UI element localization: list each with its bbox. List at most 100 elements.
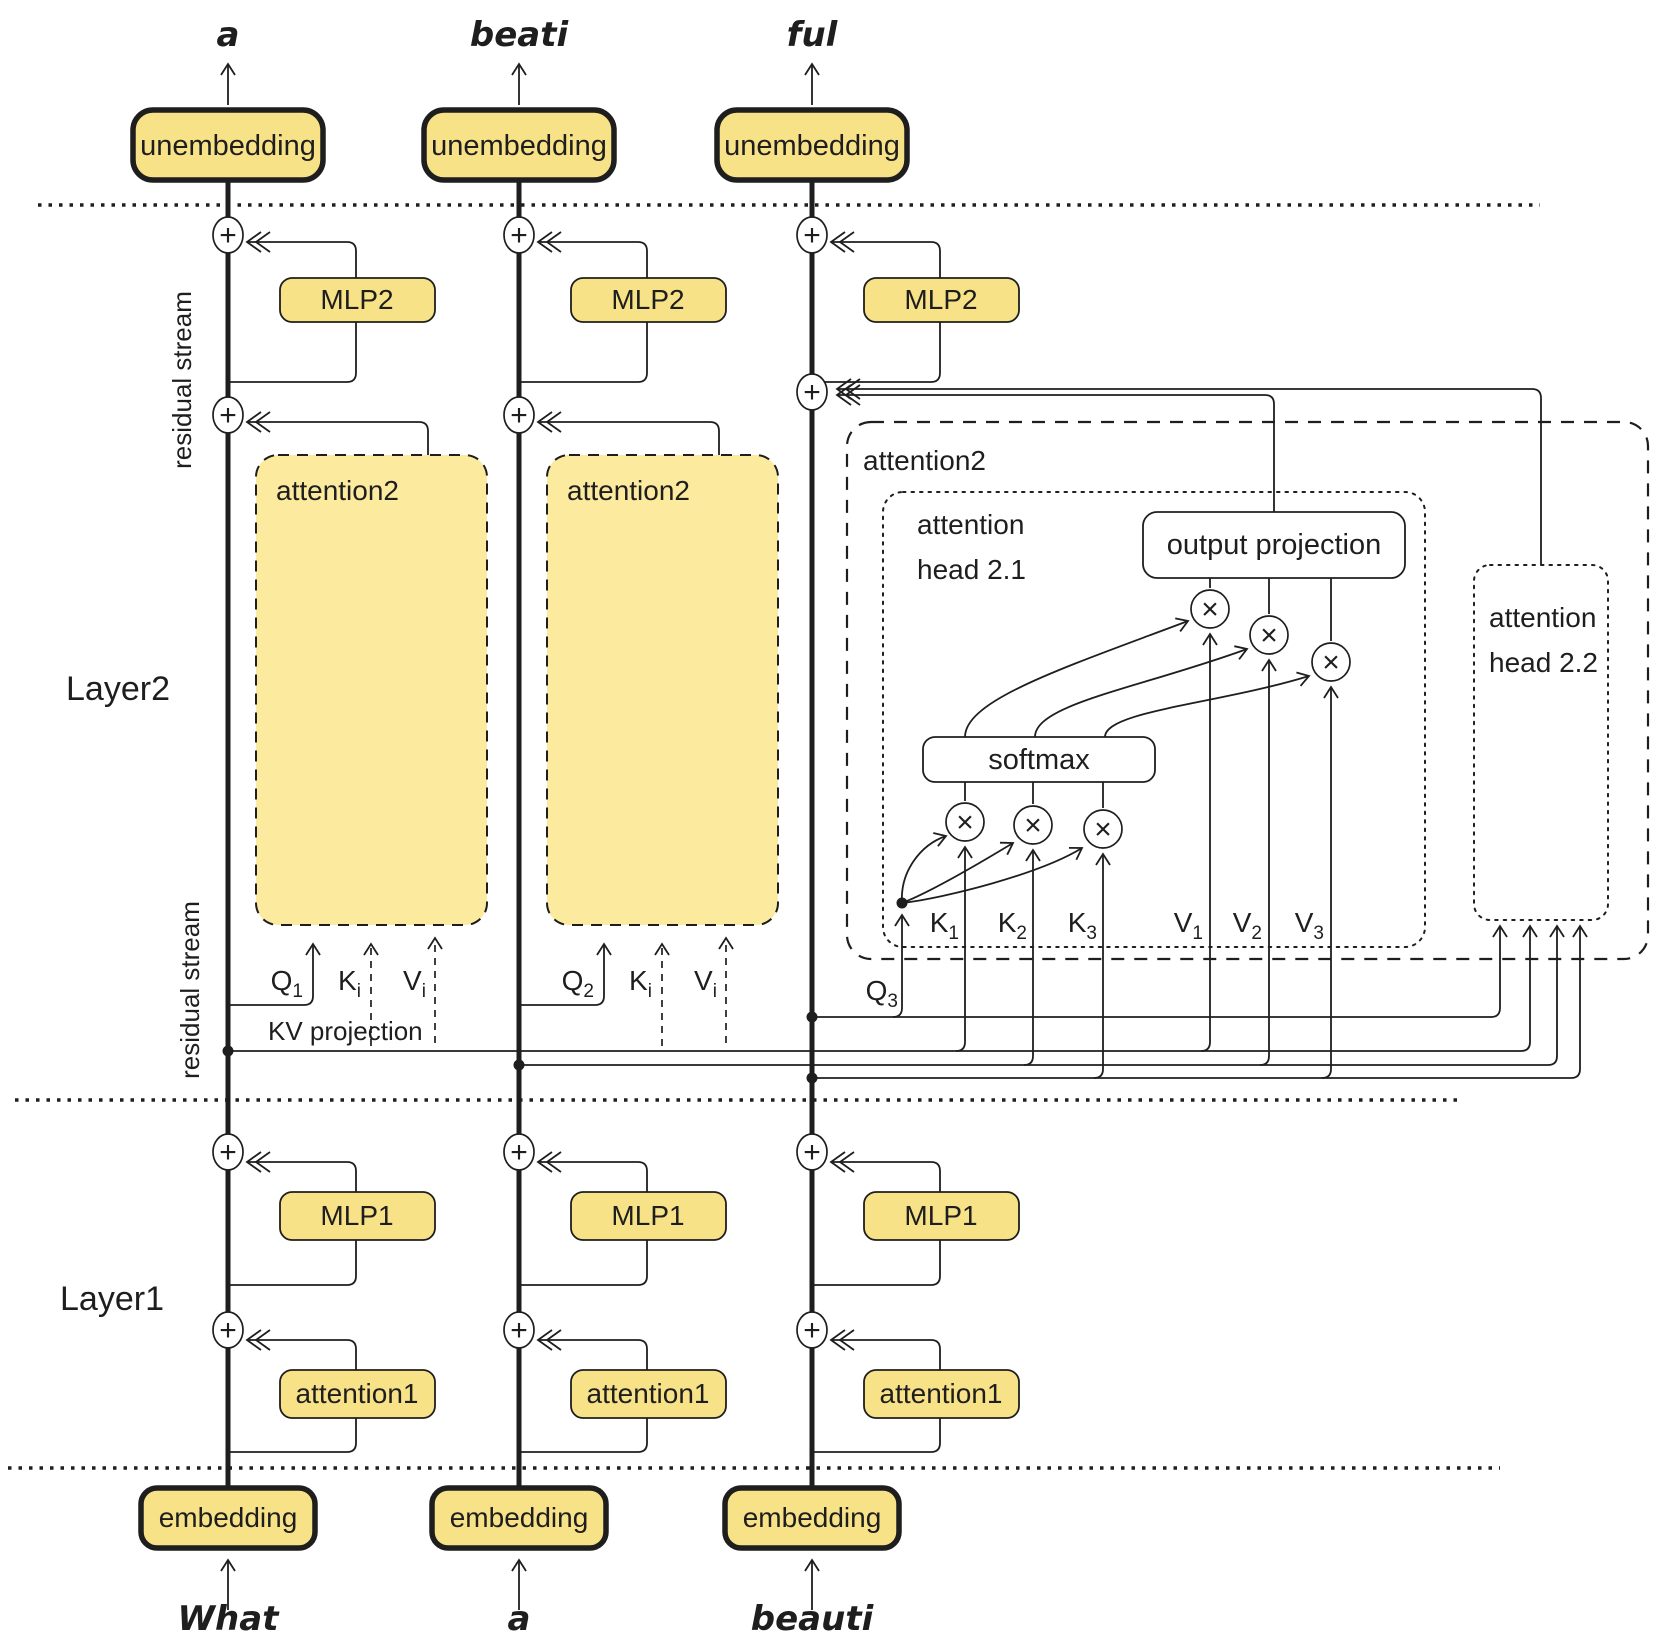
v1-label: V1 — [1174, 907, 1203, 944]
attention2-out-arrow-2 — [536, 411, 720, 455]
attention1-label-3: attention1 — [880, 1378, 1003, 1409]
q3-label: Q3 — [866, 975, 898, 1012]
ki-label-2: Ki — [629, 965, 652, 1002]
q3-fan-to-mul3 — [901, 846, 1084, 904]
embedding-box-3 — [722, 1485, 902, 1551]
add-node-attention2-2 — [503, 396, 535, 434]
attention1-out-arrow-3 — [829, 1329, 941, 1370]
plus-sign: + — [219, 399, 237, 432]
mlp1-out-arrow-2 — [536, 1151, 648, 1192]
ki-label-1: Ki — [338, 965, 361, 1002]
k2-arrow — [1023, 848, 1041, 1066]
mlp2-out-arrow-1 — [245, 231, 357, 278]
mlp2-out-arrow-3 — [829, 231, 941, 278]
attention1-box-2 — [570, 1369, 727, 1419]
input-token-2: a — [508, 1599, 531, 1637]
kv-line-stream2 — [519, 924, 1565, 1066]
q2-label: Q2 — [562, 965, 594, 1002]
kv-line-stream3 — [812, 924, 1588, 1079]
add-node-attention1-3 — [796, 1311, 828, 1349]
embedding-box-2 — [429, 1485, 609, 1551]
attention2-expanded-group: attention2 attention head 2.1 attention … — [845, 420, 1650, 961]
residual-stream-label-upper: residual stream — [167, 291, 197, 469]
output-token-2: beati — [470, 15, 570, 55]
stream3-group: ful unembedding MLP2 + + MLP1 + attentio… — [714, 15, 1020, 1639]
add-node-attention1-1 — [212, 1311, 244, 1349]
attention1-box-3 — [863, 1369, 1020, 1419]
add-node-attention1-2 — [503, 1311, 535, 1349]
softmax-box — [922, 736, 1156, 783]
output-token-1: a — [217, 15, 240, 55]
output-token-3: ful — [787, 15, 839, 55]
times-sign: × — [1201, 593, 1219, 626]
q3-fan-to-mul1 — [901, 832, 948, 904]
mlp1-label-2: MLP1 — [611, 1200, 684, 1231]
add-node-mlp1-1 — [212, 1133, 244, 1171]
times-sign: × — [1094, 813, 1112, 846]
v2-label: V2 — [1233, 907, 1262, 944]
multiply-node-v2 — [1249, 615, 1289, 655]
mlp2-label-2: MLP2 — [611, 284, 684, 315]
add-node-mlp1-2 — [503, 1133, 535, 1171]
attention-head-21-label-line2: head 2.1 — [917, 554, 1026, 585]
mlp2-in-line-2 — [519, 322, 648, 383]
kv-projection-label: KV projection — [268, 1016, 423, 1046]
attention2-box-2 — [546, 454, 779, 926]
head21-output-to-residual — [835, 384, 1275, 512]
input-token-1: What — [178, 1599, 281, 1637]
unembedding-label-2: unembedding — [431, 130, 607, 162]
stream2-group: beati unembedding MLP2 + attention2 + Q2… — [421, 15, 779, 1639]
attention1-in-line-3 — [812, 1418, 941, 1453]
multiply-node-v3 — [1311, 642, 1351, 682]
embedding-label-2: embedding — [450, 1502, 589, 1533]
softmax-to-mul1-curve — [964, 617, 1190, 738]
times-sign: × — [1260, 619, 1278, 652]
embedding-box-1 — [138, 1485, 318, 1551]
q3-fan-dot — [896, 897, 908, 909]
mlp1-in-line-3 — [812, 1240, 941, 1286]
plus-sign: + — [803, 219, 821, 252]
attention1-box-1 — [279, 1369, 436, 1419]
times-sign: × — [1322, 646, 1340, 679]
mlp1-in-line-2 — [519, 1240, 648, 1286]
vi-label-1: Vi — [403, 965, 426, 1002]
kv-projection-lines — [222, 632, 1588, 1084]
head22-output-to-residual — [835, 378, 1542, 565]
multiply-node-v1 — [1190, 589, 1230, 629]
attention2-label-2: attention2 — [567, 475, 690, 506]
kv-line-stream1 — [228, 924, 1538, 1052]
attention2-expanded-box — [845, 420, 1650, 961]
attention2-expanded-label: attention2 — [863, 445, 986, 476]
mlp2-box-2 — [570, 277, 727, 323]
k3-label: K3 — [1068, 907, 1097, 944]
embedding-label-3: embedding — [743, 1502, 882, 1533]
mlp2-label-3: MLP2 — [904, 284, 977, 315]
q3-line-to-head22 — [812, 924, 1508, 1018]
mlp1-out-arrow-1 — [245, 1151, 357, 1192]
unembedding-box-1 — [130, 107, 326, 183]
v2-arrow — [1259, 658, 1277, 1066]
residual-stream-label-lower: residual stream — [175, 901, 205, 1079]
layer1-label: Layer1 — [60, 1280, 164, 1318]
k1-arrow — [955, 845, 973, 1052]
mlp2-in-line-3 — [812, 322, 941, 383]
times-sign: × — [1024, 809, 1042, 842]
multiply-node-k1 — [945, 802, 985, 842]
stream1-group: a unembedding MLP2 + attention2 + Q1 Ki … — [130, 15, 488, 1639]
k3-arrow — [1093, 852, 1111, 1079]
attention-head-21-label-line1: attention — [917, 509, 1024, 540]
layer2-label: Layer2 — [66, 670, 170, 708]
plus-sign: + — [219, 1314, 237, 1347]
v1-arrow — [1200, 632, 1218, 1052]
add-node-mlp2-1 — [212, 216, 244, 254]
k1-label: K1 — [930, 907, 959, 944]
times-sign: × — [956, 806, 974, 839]
mlp2-box-3 — [863, 277, 1020, 323]
plus-sign: + — [510, 1136, 528, 1169]
mlp2-box-1 — [279, 277, 436, 323]
input-token-3: beauti — [751, 1599, 875, 1637]
v3-label: V3 — [1295, 907, 1324, 944]
vi-label-2: Vi — [694, 965, 717, 1002]
plus-sign: + — [219, 219, 237, 252]
